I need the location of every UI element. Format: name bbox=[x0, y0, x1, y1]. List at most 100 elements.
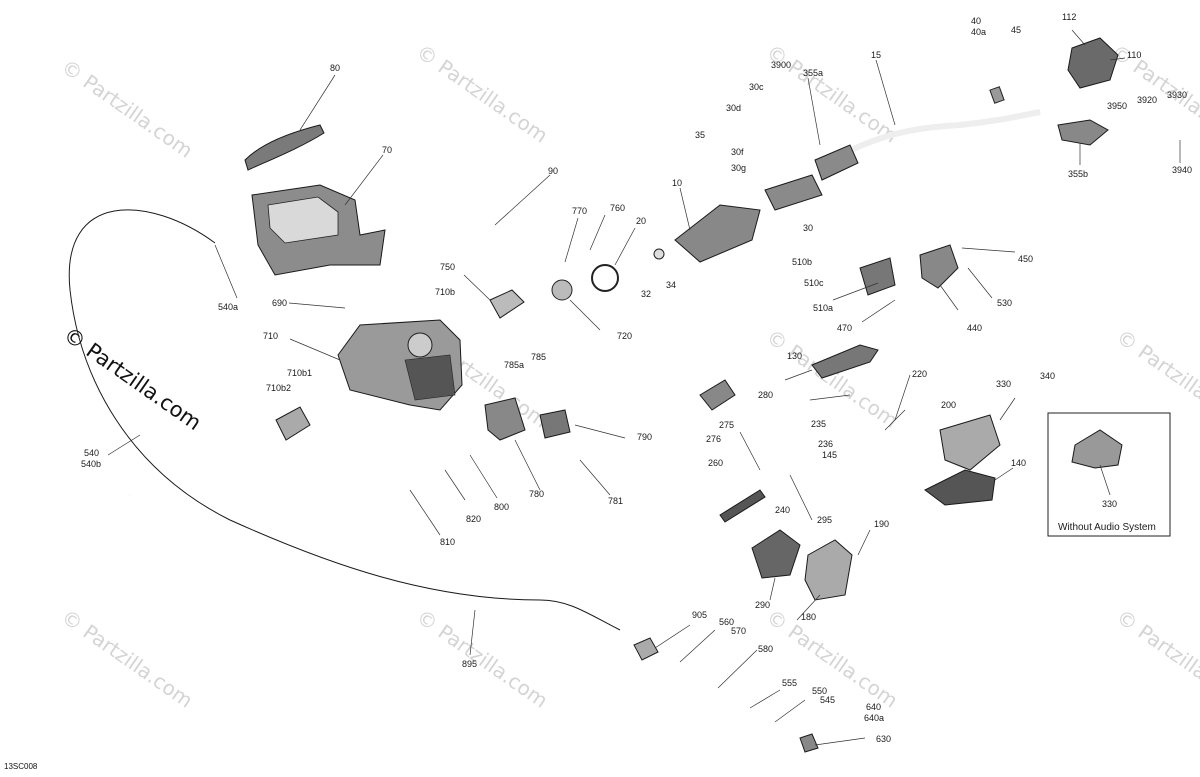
label-112: 112 bbox=[1062, 12, 1076, 22]
label-3900: 3900 bbox=[771, 60, 791, 70]
label-220: 220 bbox=[912, 369, 927, 379]
label-340: 340 bbox=[1040, 371, 1055, 381]
label-3940: 3940 bbox=[1172, 165, 1192, 175]
label-540: 540 bbox=[84, 448, 99, 458]
part-180-housing bbox=[804, 539, 853, 601]
label-70: 70 bbox=[382, 145, 392, 155]
label-820: 820 bbox=[466, 514, 481, 524]
part-750-knob bbox=[489, 289, 525, 319]
label-110: 110 bbox=[1127, 50, 1141, 60]
watermark: © Partzilla.com bbox=[412, 604, 552, 712]
part-780-switch bbox=[484, 397, 526, 441]
label-3930: 3930 bbox=[1167, 90, 1187, 100]
watermark: © Partzilla.com bbox=[412, 39, 552, 147]
watermark-layer: © Partzilla.com © Partzilla.com © Partzi… bbox=[57, 39, 1200, 712]
label-355b: 355b bbox=[1068, 169, 1088, 179]
inset-frame bbox=[1047, 412, 1171, 537]
label-145: 145 bbox=[822, 450, 837, 460]
part-355b-grip bbox=[1057, 119, 1109, 146]
part-labels: 80 70 90 10 15 20 30 30c 30d 30f 30g 32 … bbox=[81, 12, 1192, 744]
label-15: 15 bbox=[871, 50, 881, 60]
part-80-cover bbox=[244, 124, 325, 171]
label-276: 276 bbox=[706, 434, 721, 444]
label-760: 760 bbox=[610, 203, 625, 213]
label-10: 10 bbox=[672, 178, 682, 188]
inset-part-number: 330 bbox=[1102, 499, 1117, 509]
label-770: 770 bbox=[572, 206, 587, 216]
label-710b1: 710b1 bbox=[287, 368, 312, 378]
label-530: 530 bbox=[997, 298, 1012, 308]
label-510a: 510a bbox=[813, 303, 833, 313]
part-790-connector bbox=[539, 409, 571, 439]
label-275: 275 bbox=[719, 420, 734, 430]
part-20-ring bbox=[591, 264, 619, 292]
part-110-endcap bbox=[1067, 37, 1119, 89]
watermark: © Partzilla.com bbox=[762, 39, 902, 147]
part-440-block bbox=[919, 244, 959, 289]
label-555: 555 bbox=[782, 678, 797, 688]
part-280-cover bbox=[699, 379, 736, 411]
label-785: 785 bbox=[531, 352, 546, 362]
part-710-hole bbox=[407, 332, 433, 358]
label-905: 905 bbox=[692, 610, 707, 620]
label-30: 30 bbox=[803, 223, 813, 233]
label-330: 330 bbox=[996, 379, 1011, 389]
label-200: 200 bbox=[941, 400, 956, 410]
part-710-detail bbox=[404, 354, 456, 401]
label-180: 180 bbox=[801, 612, 816, 622]
label-280: 280 bbox=[758, 390, 773, 400]
label-780: 780 bbox=[529, 489, 544, 499]
label-580: 580 bbox=[758, 644, 773, 654]
label-240: 240 bbox=[775, 505, 790, 515]
label-30d: 30d bbox=[726, 103, 741, 113]
part-720-ring bbox=[551, 279, 573, 301]
label-785a: 785a bbox=[504, 360, 524, 370]
label-895: 895 bbox=[462, 659, 477, 669]
label-640a: 640a bbox=[864, 713, 884, 723]
label-440: 440 bbox=[967, 323, 982, 333]
label-35: 35 bbox=[695, 130, 705, 140]
label-720: 720 bbox=[617, 331, 632, 341]
label-550: 550 bbox=[812, 686, 827, 696]
part-330-cover bbox=[939, 414, 1001, 471]
label-45: 45 bbox=[1011, 25, 1021, 35]
inset-part-330 bbox=[1071, 429, 1123, 469]
label-570: 570 bbox=[731, 626, 746, 636]
label-781: 781 bbox=[608, 496, 623, 506]
label-80: 80 bbox=[330, 63, 340, 73]
label-510c: 510c bbox=[804, 278, 824, 288]
label-710b2: 710b2 bbox=[266, 383, 291, 393]
hose-895 bbox=[129, 494, 513, 605]
part-290-housing bbox=[751, 529, 801, 579]
label-510b: 510b bbox=[792, 257, 812, 267]
label-290: 290 bbox=[755, 600, 770, 610]
label-545: 545 bbox=[820, 695, 835, 705]
part-510-clamp bbox=[859, 257, 896, 296]
label-3920: 3920 bbox=[1137, 95, 1157, 105]
part-710b2-grommet bbox=[275, 406, 311, 441]
part-905-sleeve bbox=[633, 637, 659, 661]
label-3950: 3950 bbox=[1107, 101, 1127, 111]
label-190: 190 bbox=[874, 519, 889, 529]
label-32: 32 bbox=[641, 289, 651, 299]
part-15-handlebar-inner bbox=[828, 109, 1041, 163]
label-450: 450 bbox=[1018, 254, 1033, 264]
part-90-gasket-inner bbox=[463, 193, 530, 252]
inset-caption: Without Audio System bbox=[1058, 522, 1156, 533]
label-810: 810 bbox=[440, 537, 455, 547]
part-240-lever bbox=[719, 489, 766, 523]
label-560: 560 bbox=[719, 617, 734, 627]
label-90: 90 bbox=[548, 166, 558, 176]
watermark-large: © Partzilla.com bbox=[59, 322, 206, 435]
part-30-switch bbox=[764, 174, 823, 211]
part-130-lever bbox=[811, 344, 879, 379]
label-640: 640 bbox=[866, 702, 881, 712]
label-236: 236 bbox=[818, 439, 833, 449]
part-140-bracket bbox=[924, 469, 996, 506]
label-630: 630 bbox=[876, 734, 891, 744]
diagram-code: 13SC008 bbox=[4, 762, 38, 771]
label-710b: 710b bbox=[435, 287, 455, 297]
label-20: 20 bbox=[636, 216, 646, 226]
label-540a: 540a bbox=[218, 302, 238, 312]
